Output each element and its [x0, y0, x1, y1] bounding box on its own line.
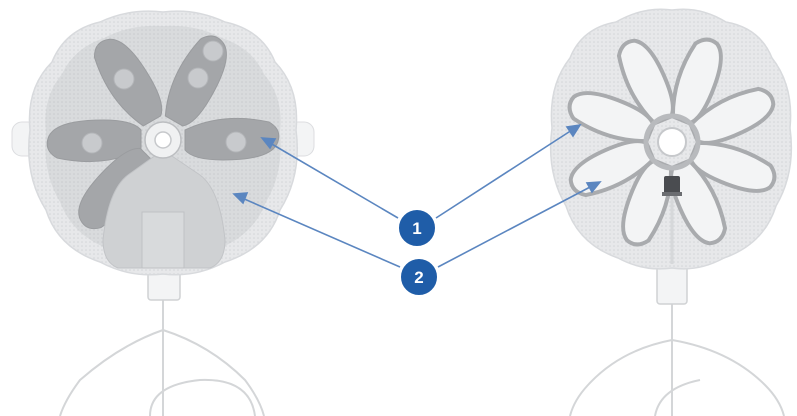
right-connector: [656, 263, 688, 305]
callout-arrows: [232, 123, 602, 268]
left-lead-wire: [59, 296, 265, 416]
left-electrode: [11, 10, 315, 416]
callout-badge-1: 1: [397, 208, 437, 248]
left-housing-window: [141, 211, 185, 269]
callout-badge-2: 2: [399, 257, 439, 297]
right-lead-wire: [569, 300, 785, 416]
callout-label-1: 1: [412, 219, 421, 238]
right-center-ring: [643, 113, 701, 171]
callout-label-2: 2: [414, 268, 423, 287]
right-center-hub: [657, 127, 687, 157]
right-snap-clip: [664, 176, 680, 194]
right-electrode: [549, 8, 793, 416]
